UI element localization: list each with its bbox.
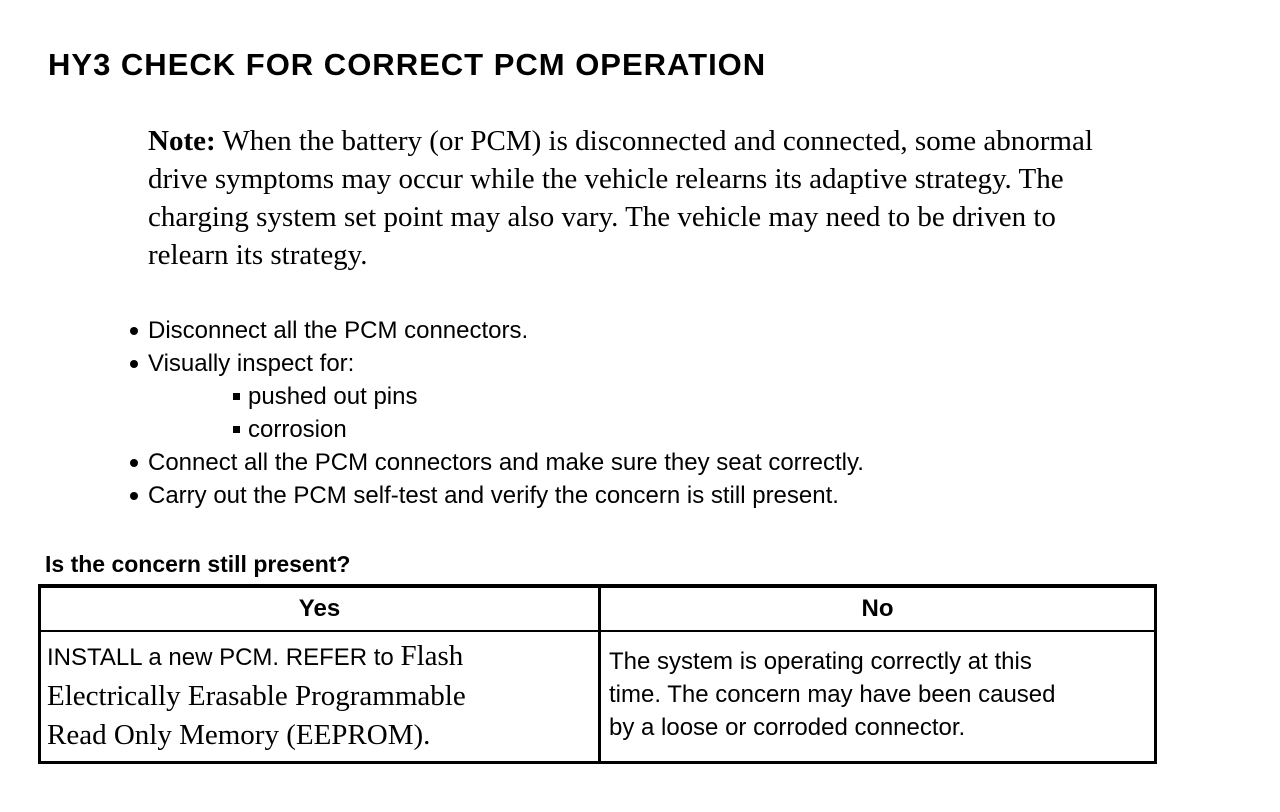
procedure-list: Disconnect all the PCM connectors. Visua… xyxy=(130,314,864,512)
list-item: Disconnect all the PCM connectors. xyxy=(130,314,864,347)
note-line: charging system set point may also vary.… xyxy=(148,201,1056,233)
yes-action-sans: INSTALL a new PCM. REFER to xyxy=(47,644,401,671)
note-line: relearn its strategy. xyxy=(148,239,368,271)
yes-action-cell: INSTALL a new PCM. REFER to Flash Electr… xyxy=(38,630,601,764)
bullet-icon xyxy=(130,327,138,335)
page-title: HY3 CHECK FOR CORRECT PCM OPERATION xyxy=(48,47,767,82)
no-action-cell: The system is operating correctly at thi… xyxy=(598,630,1157,764)
list-item: Connect all the PCM connectors and make … xyxy=(130,446,864,479)
note-label: Note: xyxy=(148,125,216,157)
no-action-line: by a loose or corroded connector. xyxy=(609,714,966,741)
table-header-row: Yes No xyxy=(38,585,1157,632)
sub-list-item: pushed out pins xyxy=(233,380,864,413)
note-paragraph: Note: When the battery (or PCM) is disco… xyxy=(148,122,1093,274)
sub-list-item: corrosion xyxy=(233,413,864,446)
yes-action-line: Read Only Memory (EEPROM). xyxy=(47,719,431,751)
table-header-no: No xyxy=(598,585,1157,632)
decision-table: Yes No INSTALL a new PCM. REFER to Flash… xyxy=(38,584,1157,764)
yes-action-serif: Flash xyxy=(400,640,464,672)
square-bullet-icon xyxy=(233,426,240,433)
table-body-row: INSTALL a new PCM. REFER to Flash Electr… xyxy=(38,630,1157,764)
note-line: Note: When the battery (or PCM) is disco… xyxy=(148,122,1093,160)
sub-list-item-text: corrosion xyxy=(248,416,347,443)
note-line-text: When the battery (or PCM) is disconnecte… xyxy=(222,125,1093,157)
question-heading: Is the concern still present? xyxy=(45,551,351,577)
no-action-line: The system is operating correctly at thi… xyxy=(609,648,1032,675)
list-item: Carry out the PCM self-test and verify t… xyxy=(130,479,864,512)
table-header-yes: Yes xyxy=(38,585,601,632)
list-item-text: Carry out the PCM self-test and verify t… xyxy=(148,482,839,509)
sub-list-item-text: pushed out pins xyxy=(248,383,418,410)
yes-action-line: Electrically Erasable Programmable xyxy=(47,680,466,712)
list-item: Visually inspect for: xyxy=(130,347,864,380)
square-bullet-icon xyxy=(233,393,240,400)
list-item-text: Visually inspect for: xyxy=(148,350,355,377)
no-action-line: time. The concern may have been caused xyxy=(609,681,1056,708)
bullet-icon xyxy=(130,360,138,368)
bullet-icon xyxy=(130,492,138,500)
list-item-text: Disconnect all the PCM connectors. xyxy=(148,317,529,344)
list-item-text: Connect all the PCM connectors and make … xyxy=(148,449,864,476)
yes-action-line: INSTALL a new PCM. REFER to Flash xyxy=(47,637,592,677)
note-line: drive symptoms may occur while the vehic… xyxy=(148,163,1064,195)
bullet-icon xyxy=(130,459,138,467)
